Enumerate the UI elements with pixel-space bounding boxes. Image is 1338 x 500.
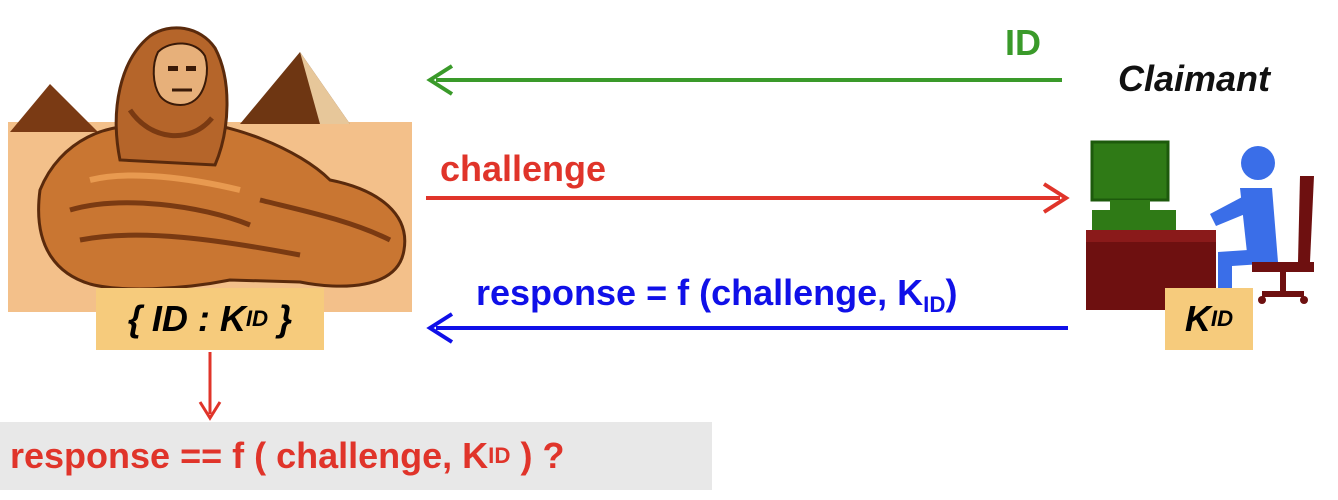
response-label-suffix: ) [945,272,958,313]
person-head [1241,146,1275,180]
sphinx-illustration [8,26,412,312]
sphinx-body-highlight [89,172,241,193]
response-label-prefix: response = f (challenge, K [476,272,924,313]
claimant-illustration [1086,140,1314,310]
response-arrow [426,312,1068,344]
chair-post [1280,272,1286,294]
person-arm [1210,196,1250,226]
id-arrow [426,64,1062,96]
person-leg [1218,250,1262,300]
check-suffix: ) ? [510,435,565,476]
chair-seat [1252,262,1314,272]
claimant-key-main: K [1184,298,1211,339]
chair-back [1298,176,1314,262]
verify-arrow [198,352,222,421]
computer-base [1092,210,1176,230]
verifier-key-prefix: { ID : K [127,298,246,339]
person-torso [1240,188,1278,262]
sphinx-neck-shading [127,108,214,139]
desk-top [1086,230,1216,242]
sphinx-eye-right [186,66,196,71]
claimant-label: Claimant [1118,58,1271,99]
sphinx-face [152,42,208,106]
challenge-label: challenge [440,148,607,189]
sphinx-eye-left [168,66,178,71]
check-prefix: response == f ( challenge, K [10,435,489,476]
response-label-subscript: ID [923,292,946,318]
challenge-arrow [426,182,1070,214]
verifier-key-suffix: } [268,298,293,339]
monitor-stand [1110,200,1150,210]
sphinx-body-shading [69,197,392,258]
response-label: response = f (challenge, KID) [476,272,958,318]
left-pyramid [10,84,98,132]
right-pyramid-light-face [300,52,350,124]
monitor-screen [1092,142,1168,200]
id-label: ID [1005,22,1041,63]
